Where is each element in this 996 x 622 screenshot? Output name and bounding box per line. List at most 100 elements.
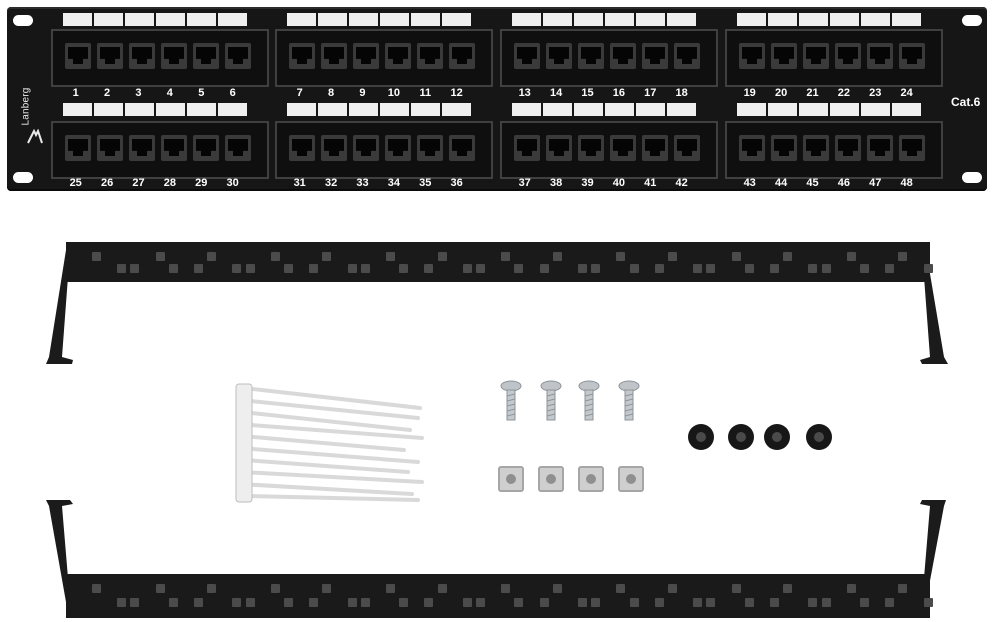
screw-icon [578,380,600,421]
bracket-slot [591,264,601,273]
rj45-port[interactable] [739,135,765,161]
rj45-port[interactable] [514,43,540,69]
rj45-port[interactable] [65,43,91,69]
bracket-slot [514,264,524,273]
rj45-port[interactable] [739,43,765,69]
rj45-port[interactable] [578,43,604,69]
rj45-port[interactable] [610,135,636,161]
port-number: 48 [900,177,913,189]
cage-nut-icon [618,466,644,492]
rj45-port[interactable] [353,135,379,161]
rj45-port[interactable] [161,43,187,69]
bracket-slot [501,252,511,261]
rj45-port[interactable] [417,135,443,161]
bracket-slot [207,252,217,261]
rj45-port[interactable] [803,135,829,161]
rj45-port[interactable] [674,135,700,161]
rj45-port[interactable] [193,135,219,161]
port-number: 24 [900,87,913,99]
rj45-port[interactable] [321,135,347,161]
rj45-port[interactable] [321,43,347,69]
port-number: 20 [774,87,788,99]
label-strip [737,13,921,26]
rj45-port[interactable] [289,135,315,161]
rj45-port[interactable] [225,43,251,69]
bracket-slot [155,252,165,261]
bracket-slot [616,252,626,261]
rj45-port[interactable] [771,135,797,161]
rj45-port[interactable] [642,43,668,69]
cage-nut-icon [578,466,604,492]
rj45-port[interactable] [97,135,123,161]
port-number: 42 [675,177,688,189]
rj45-port[interactable] [610,43,636,69]
rj45-port[interactable] [129,135,155,161]
rj45-port[interactable] [353,43,379,69]
port-number: 46 [837,177,850,189]
rj45-port[interactable] [417,43,443,69]
rj45-port[interactable] [867,135,893,161]
rj45-port[interactable] [546,135,572,161]
brand-name: Lanberg [20,87,32,126]
rj45-port[interactable] [835,135,861,161]
rj45-port[interactable] [161,135,187,161]
mount-hole [13,172,33,183]
bracket-slot [552,584,562,593]
port-number: 35 [419,177,432,189]
rj45-port[interactable] [899,135,925,161]
label-strip [287,13,471,26]
rj45-port[interactable] [97,43,123,69]
bracket-slot [232,598,242,607]
rear-cable-bracket-bottom [40,494,952,620]
port-number: 11 [419,87,432,99]
rj45-port[interactable] [771,43,797,69]
rj45-port[interactable] [385,43,411,69]
bracket-slot [668,252,677,261]
rj45-port[interactable] [642,135,668,161]
rj45-port[interactable] [514,135,540,161]
rj45-port[interactable] [835,43,861,69]
label-strip [287,103,471,116]
label-strip [63,103,247,116]
bracket-slot [860,264,869,273]
rj45-port[interactable] [129,43,155,69]
port-number: 45 [806,177,819,189]
bracket-slot [539,598,549,607]
rj45-port[interactable] [578,135,604,161]
port-number: 17 [644,87,657,99]
washer-icon [764,424,790,450]
port-number: 27 [132,177,145,189]
cage-nut-icon [498,466,524,492]
rj45-port[interactable] [899,43,925,69]
rj45-port[interactable] [449,43,475,69]
port-number: 44 [774,177,788,189]
bracket-slot [898,252,908,261]
rj45-port[interactable] [803,43,829,69]
bracket-slot [654,264,664,273]
rj45-port[interactable] [65,135,91,161]
bracket-slot [578,598,587,607]
bracket-slot [194,598,203,607]
bracket-slot [629,264,639,273]
rj45-port[interactable] [546,43,572,69]
bracket-slot [923,264,933,273]
port-number: 2 [104,87,111,99]
bracket-slot [130,264,140,273]
bracket-slot [245,264,255,273]
rj45-port[interactable] [674,43,700,69]
port-number: 15 [581,87,594,99]
bracket-slot [693,598,703,607]
rj45-port[interactable] [385,135,411,161]
rj45-port[interactable] [289,43,315,69]
rj45-port[interactable] [225,135,251,161]
rj45-port[interactable] [193,43,219,69]
rj45-port[interactable] [449,135,475,161]
bracket-slot [462,598,472,607]
rj45-port[interactable] [867,43,893,69]
bracket-slot [693,264,703,273]
port-number: 40 [612,177,625,189]
bracket-slot [399,598,409,607]
bracket-slot [846,584,856,593]
bracket-slot [424,264,434,273]
screw-icon [540,380,562,421]
